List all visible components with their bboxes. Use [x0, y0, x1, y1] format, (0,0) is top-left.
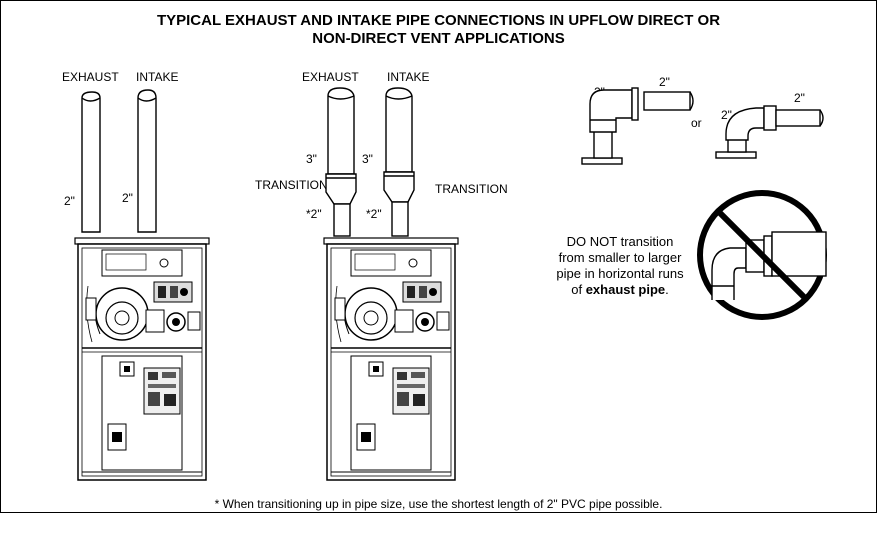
warning-line-3: pipe in horizontal runs — [556, 266, 684, 281]
mid-intake-label: INTAKE — [387, 70, 430, 84]
or-label: or — [691, 116, 702, 130]
warning-line-1: DO NOT transition — [566, 234, 674, 249]
warning-line-2: from smaller to larger — [558, 250, 682, 265]
left-intake-label: INTAKE — [136, 70, 179, 84]
elbow-b-vertical-size: 2" — [721, 108, 732, 122]
mid-intake-pipe — [383, 87, 415, 237]
mid-furnace — [323, 237, 459, 481]
left-exhaust-size: 2" — [64, 194, 75, 208]
mid-intake-upper-size: 3" — [362, 152, 373, 166]
diagram-frame — [0, 0, 877, 513]
elbow-a — [581, 87, 694, 165]
title-line-1: TYPICAL EXHAUST AND INTAKE PIPE CONNECTI… — [156, 12, 721, 29]
mid-exhaust-upper-size: 3" — [306, 152, 317, 166]
left-intake-pipe — [137, 89, 157, 233]
elbow-a-horizontal-size: 2" — [659, 75, 670, 89]
left-furnace — [74, 237, 210, 481]
left-exhaust-label: EXHAUST — [62, 70, 119, 84]
left-intake-size: 2" — [122, 191, 133, 205]
prohibited-transition-symbol — [697, 190, 827, 320]
transition-label-right: TRANSITION — [435, 182, 508, 196]
elbow-b — [715, 105, 824, 159]
warning-line-4: of exhaust pipe. — [571, 282, 669, 297]
mid-exhaust-lower-size: *2" — [306, 207, 322, 221]
warning-note: DO NOT transition from smaller to larger… — [540, 234, 700, 298]
left-exhaust-pipe — [81, 91, 101, 233]
footnote: * When transitioning up in pipe size, us… — [214, 497, 663, 511]
mid-exhaust-pipe — [325, 87, 357, 237]
mid-exhaust-label: EXHAUST — [302, 70, 359, 84]
title-line-2: NON-DIRECT VENT APPLICATIONS — [312, 30, 565, 47]
transition-label-left: TRANSITION — [255, 178, 328, 192]
elbow-b-horizontal-size: 2" — [794, 91, 805, 105]
mid-intake-lower-size: *2" — [366, 207, 382, 221]
